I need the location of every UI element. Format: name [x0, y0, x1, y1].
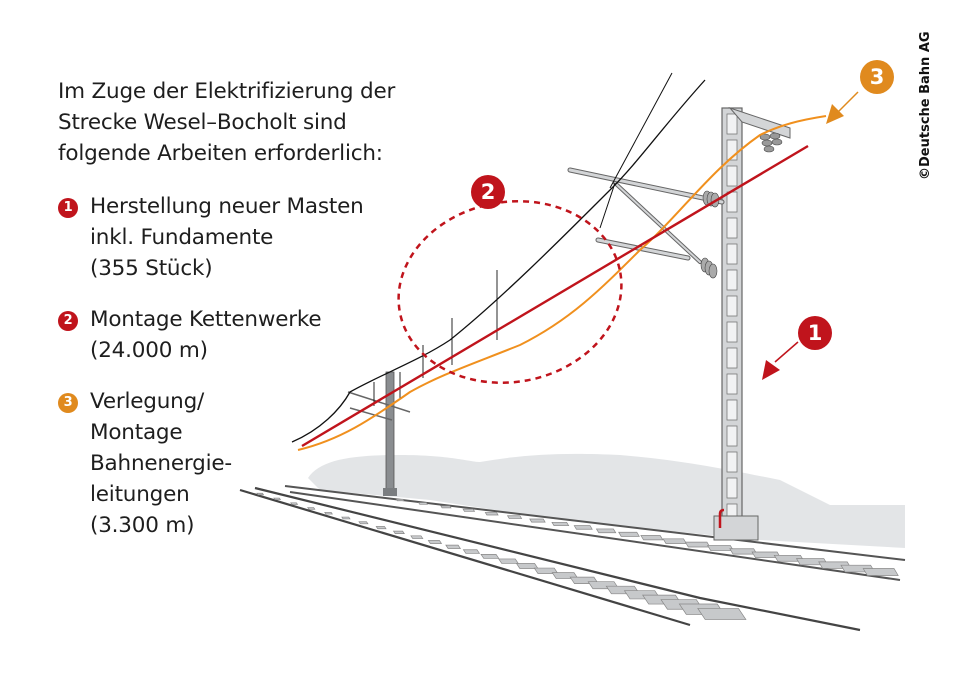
mast-lattice-window: [726, 373, 738, 395]
track-far: [284, 485, 906, 581]
sleeper: [697, 608, 747, 620]
catenary-wires: [291, 72, 706, 443]
sleeper: [595, 528, 617, 534]
copyright-notice: ©Deutsche Bahn AG: [918, 31, 933, 180]
sleeper: [498, 558, 519, 564]
power-line-orange: [297, 115, 827, 451]
sleeper: [395, 498, 405, 502]
number-badge: 2: [58, 311, 78, 331]
sleeper: [618, 531, 640, 537]
sleeper: [290, 502, 299, 505]
list-item-text: Montage Kettenwerke (24.000 m): [90, 307, 322, 363]
sleeper: [440, 505, 452, 509]
mast-lattice-window: [726, 321, 738, 343]
catenary-highlight-ellipse: [397, 200, 623, 384]
sleeper: [341, 516, 351, 520]
sleeper: [427, 540, 443, 544]
sleeper: [484, 512, 499, 516]
list-item-text: Verlegung/ Montage Bahnenergie- leitunge…: [90, 389, 232, 538]
sleeper: [418, 502, 429, 505]
intro-text: Im Zuge der Elektrifizierung der Strecke…: [58, 79, 396, 166]
sleeper: [529, 518, 546, 523]
mast-main: [567, 106, 791, 541]
callout-badge-mast: 1: [798, 316, 832, 350]
callout-badge-power-line: 3: [860, 60, 894, 94]
sleeper: [684, 541, 711, 548]
sleeper: [410, 535, 424, 539]
mast-lattice-window: [726, 139, 738, 161]
mast-lattice-window: [726, 347, 738, 369]
mast-lattice-window: [726, 191, 738, 213]
list-item-power-lines: 3 Verlegung/ Montage Bahnenergie- leitun…: [58, 386, 232, 541]
list-item-text: Herstellung neuer Masten inkl. Fundament…: [90, 194, 364, 281]
mast-lattice-window: [726, 295, 738, 317]
sleeper: [358, 521, 369, 525]
sleeper: [551, 521, 570, 527]
list-item-masts: 1 Herstellung neuer Masten inkl. Fundame…: [58, 191, 364, 284]
arrow-1: [762, 341, 799, 380]
callout-badge-catenary: 2: [471, 175, 505, 209]
list-item-catenary: 2 Montage Kettenwerke (24.000 m): [58, 304, 322, 366]
mast-lattice-window: [726, 243, 738, 265]
sleeper: [445, 544, 462, 549]
track-near: [239, 486, 861, 632]
number-badge: 1: [58, 198, 78, 218]
mast-lattice-window: [726, 425, 738, 447]
sleeper: [256, 492, 265, 496]
contact-wire-red: [301, 144, 809, 448]
sleeper: [462, 549, 481, 554]
mast-lattice-window: [726, 269, 738, 291]
mast-lattice-window: [726, 399, 738, 421]
sleeper: [662, 538, 687, 544]
sleeper: [392, 530, 405, 534]
arrow-3: [826, 91, 859, 124]
sleeper: [273, 497, 282, 500]
sleeper: [706, 545, 735, 551]
sleeper: [506, 515, 523, 519]
mast-lattice-window: [726, 165, 738, 187]
sleeper: [862, 568, 899, 576]
number-badge: 3: [58, 393, 78, 413]
sleeper: [375, 526, 387, 530]
mast-lattice-window: [726, 217, 738, 239]
sleeper: [307, 507, 316, 510]
sleeper: [462, 508, 476, 512]
sleeper: [640, 535, 664, 541]
mast-lattice-window: [726, 113, 738, 135]
mast-lattice-window: [726, 451, 738, 473]
sleeper: [573, 525, 593, 530]
sleeper: [480, 554, 500, 559]
mast-lattice-window: [726, 477, 738, 499]
sleeper: [324, 511, 333, 515]
